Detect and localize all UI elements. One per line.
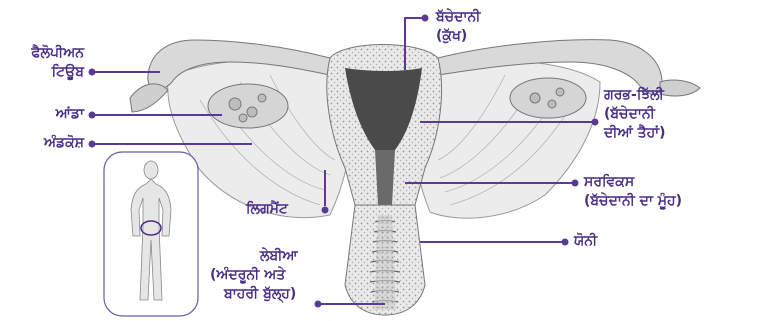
label-uterus: ਬੱਚੇਦਾਨੀ (ਕੁੱਖ) (436, 8, 480, 46)
label-egg: ਆਂਡਾ (2, 105, 84, 124)
label-endometrium: ਗਰਭ-ਝਿੱਲੀ (ਬੱਚੇਦਾਨੀ ਦੀਆਂ ਤੈਹਾਂ) (604, 86, 666, 143)
label-vagina: ਯੋਨੀ (574, 232, 597, 251)
vagina (345, 205, 425, 315)
label-ovary: ਅੰਡਕੋਸ਼ (2, 134, 84, 153)
label-fallopian-tube: ਫੈਲੋਪੀਅਨ ਟਿਊਬ (2, 44, 84, 82)
label-labia: ਲੇਬੀਆ (ਅੰਦਰੂਨੀ ਅਤੇ ਬਾਹਰੀ ਬੁੱਲ੍ਹ) (210, 247, 298, 304)
label-ligament: ਲਿਗਮੈਂਟ (246, 200, 288, 219)
body-inset (104, 152, 198, 316)
label-cervix: ਸਰਵਿਕਸ (ਬੱਚੇਦਾਨੀ ਦਾ ਮੂੰਹ) (584, 173, 682, 211)
